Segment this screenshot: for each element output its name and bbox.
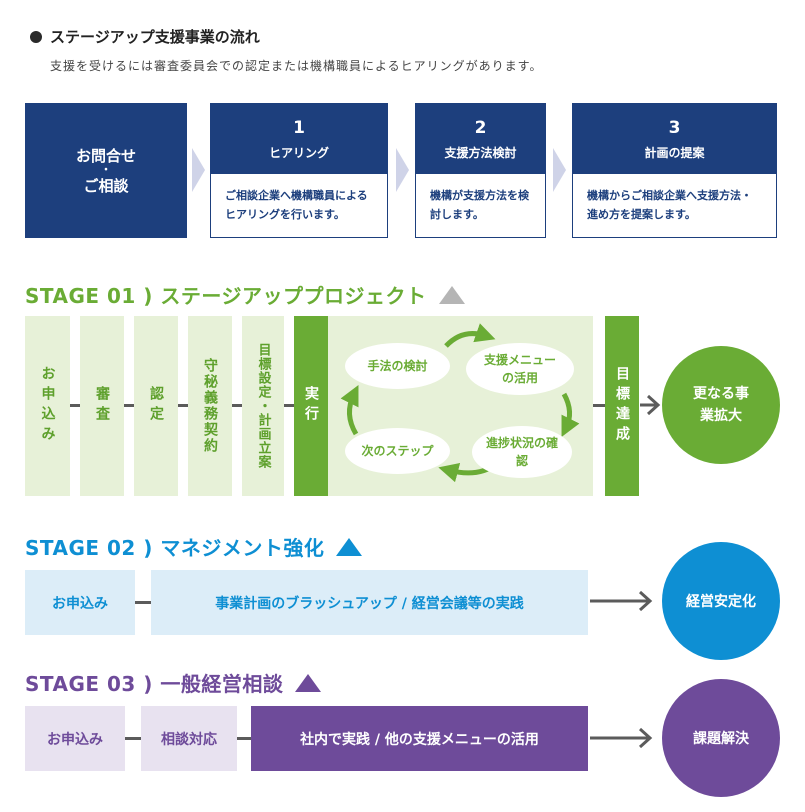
flow-step-1: 1 ヒアリング ご相談企業へ機構職員によるヒアリングを行います。 [210,103,388,238]
pyramid-icon [295,673,322,692]
stage3-connector [237,737,251,740]
step-number: 2 [474,117,487,138]
flow-chevron-1-icon [192,148,205,192]
stage2-activity: 事業計画のブラッシュアップ / 経営会議等の実践 [151,570,588,635]
flow-chevron-2-icon [396,148,409,192]
step-label: 支援方法検討 [444,145,517,160]
flow-step-3: 3 計画の提案 機構からご相談企業へ支援方法・進め方を提案します。 [572,103,777,238]
stage3-heading-text: STAGE 03 ) 一般経営相談 [25,672,284,696]
stage2-apply: お申込み [25,570,135,635]
stage3-heading: STAGE 03 ) 一般経営相談 [25,668,322,697]
stage1-heading: STAGE 01 ) ステージアッププロジェクト [25,280,465,309]
stage1-col-apply: お申込み [25,316,70,496]
flow-step-2: 2 支援方法検討 機構が支援方法を検討します。 [415,103,546,238]
step-number: 3 [668,117,681,138]
arrow-right-icon [640,394,661,416]
stage3-activity: 社内で実践 / 他の支援メニューの活用 [251,706,588,771]
step-number: 1 [293,117,305,138]
step-description: ご相談企業へ機構職員によるヒアリングを行います。 [225,189,368,221]
stage1-col-review: 審査 [80,316,124,496]
stage1-execute: 実行 [294,316,328,496]
pyramid-icon [438,285,465,304]
stage1-col-nda: 守秘義務契約 [188,316,232,496]
step-label: 計画の提案 [644,145,705,160]
pyramid-icon [336,537,363,556]
stage2-heading-text: STAGE 02 ) マネジメント強化 [25,536,325,560]
stage2-connector [135,601,151,604]
cycle-progress-check: 進捗状況の確認 [472,426,572,478]
stage1-col-approval: 認定 [134,316,178,496]
inquiry-line1: お問合せ [75,146,136,165]
stage1-col-planning: 目標設定・計画立案 [242,316,284,496]
inquiry-line2: ご相談 [83,176,129,195]
stage1-connector [593,404,605,407]
inquiry-dot: ・ [101,164,111,176]
section-title: ステージアップ支援事業の流れ [30,26,260,47]
arrow-right-icon [590,727,653,749]
stage3-result-circle: 課題解決 [662,679,780,797]
stage2-result-circle: 経営安定化 [662,542,780,660]
stage1-heading-text: STAGE 01 ) ステージアッププロジェクト [25,284,427,308]
section-title-text: ステージアップ支援事業の流れ [50,28,260,46]
stage1-goal: 目標達成 [605,316,639,496]
arrow-right-icon [590,590,653,612]
cycle-support-menu: 支援メニューの活用 [466,343,574,395]
stage3-apply: お申込み [25,706,125,771]
stage1-connector [284,404,294,407]
stage1-connector [70,404,80,407]
bullet-icon [30,30,42,43]
stage3-connector [125,737,141,740]
stage1-connector [178,404,188,407]
stage1-result-circle: 更なる事業拡大 [662,346,780,464]
stage1-connector [232,404,242,407]
step-description: 機構が支援方法を検討します。 [430,189,529,221]
step-label: ヒアリング [268,145,329,160]
stage2-heading: STAGE 02 ) マネジメント強化 [25,532,363,561]
section-subtitle: 支援を受けるには審査委員会での認定または機構職員によるヒアリングがあります。 [50,59,543,73]
flow-chevron-3-icon [553,148,566,192]
stage1-connector [124,404,134,407]
cycle-method-review: 手法の検討 [345,343,450,389]
stage3-consult: 相談対応 [141,706,237,771]
step-description: 機構からご相談企業へ支援方法・進め方を提案します。 [587,189,752,221]
inquiry-box: お問合せ ・ ご相談 [25,103,187,238]
cycle-next-step: 次のステップ [345,428,450,474]
